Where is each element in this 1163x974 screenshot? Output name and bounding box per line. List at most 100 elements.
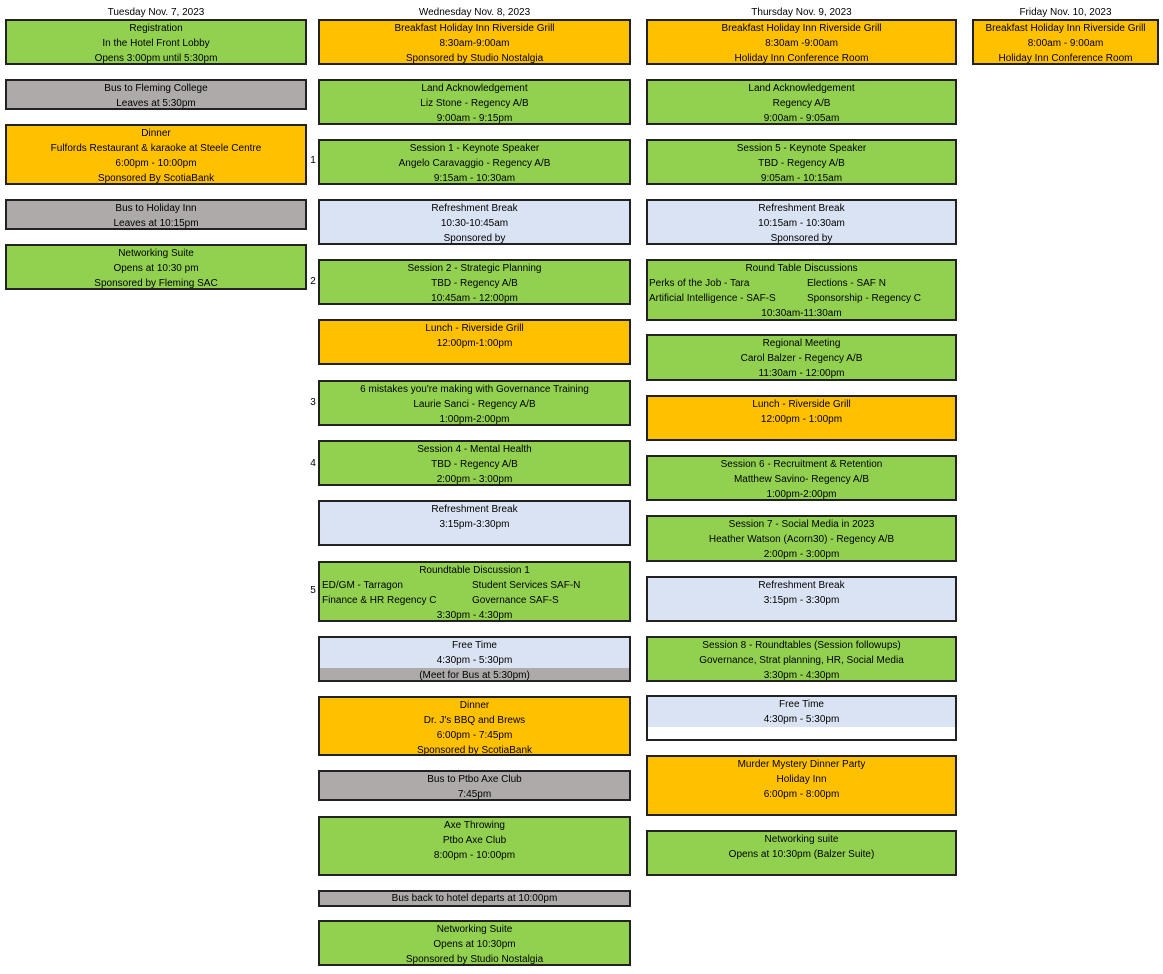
event-time: 1:00pm-2:00pm bbox=[439, 414, 510, 425]
event-time: 10:45am - 12:00pm bbox=[431, 293, 518, 304]
event-time: 6:00pm - 7:45pm bbox=[436, 730, 513, 741]
event-time: Opens 3:00pm until 5:30pm bbox=[94, 53, 218, 64]
event-time: 12:00pm-1:00pm bbox=[436, 338, 513, 349]
event-time: 9:00am - 9:15pm bbox=[436, 113, 513, 124]
event-time: Opens at 10:30 pm bbox=[113, 263, 199, 274]
free-time-fill: Free Time 4:30pm - 5:30pm bbox=[648, 697, 955, 727]
event-title: Land Acknowledgement bbox=[421, 83, 528, 94]
roundtable-row: Finance & HR Regency C Governance SAF-S bbox=[320, 593, 629, 608]
roundtable-topic: Elections - SAF N bbox=[807, 278, 886, 289]
event-title: Murder Mystery Dinner Party bbox=[737, 759, 866, 770]
event-title: Session 7 - Social Media in 2023 bbox=[728, 519, 875, 530]
event-detail: Fulfords Restaurant & karaoke at Steele … bbox=[50, 143, 262, 154]
event-title: Networking suite bbox=[764, 834, 839, 845]
event-session-6: Session 6 - Recruitment & Retention Matt… bbox=[646, 455, 957, 501]
roundtable-topic: Finance & HR Regency C bbox=[322, 595, 437, 606]
session-number: 5 bbox=[310, 585, 316, 596]
event-title: Round Table Discussions bbox=[745, 263, 858, 274]
event-sponsor: Sponsored by bbox=[770, 233, 833, 244]
event-title: Free Time bbox=[451, 640, 497, 651]
event-time: 1:00pm-2:00pm bbox=[766, 489, 837, 500]
event-title: Registration bbox=[129, 23, 183, 34]
event-session-5: Session 5 - Keynote Speaker TBD - Regenc… bbox=[646, 139, 957, 185]
event-time: 10:30-10:45am bbox=[440, 218, 509, 229]
event-session-3: 6 mistakes you're making with Governance… bbox=[318, 380, 631, 426]
session-number: 1 bbox=[310, 155, 316, 166]
event-free-time-wednesday: Free Time 4:30pm - 5:30pm (Meet for Bus … bbox=[318, 636, 631, 682]
event-sponsor: Sponsored by ScotiaBank bbox=[416, 745, 533, 756]
event-time: 6:00pm - 10:00pm bbox=[115, 158, 197, 169]
event-refreshment-thu-am: Refreshment Break 10:15am - 10:30am Spon… bbox=[646, 199, 957, 245]
event-title: Refreshment Break bbox=[758, 203, 845, 214]
event-time: 8:00pm - 10:00pm bbox=[433, 850, 516, 861]
event-time: 3:30pm - 4:30pm bbox=[763, 670, 840, 681]
event-detail: Liz Stone - Regency A/B bbox=[420, 98, 529, 109]
event-title: Refreshment Break bbox=[431, 504, 518, 515]
event-land-ack-wednesday: Land Acknowledgement Liz Stone - Regency… bbox=[318, 79, 631, 125]
event-dinner-wednesday: Dinner Dr. J's BBQ and Brews 6:00pm - 7:… bbox=[318, 696, 631, 756]
event-title: Bus back to hotel departs at 10:00pm bbox=[391, 893, 558, 904]
event-title: Session 1 - Keynote Speaker bbox=[409, 143, 540, 154]
event-title: Session 4 - Mental Health bbox=[417, 444, 532, 455]
event-networking-thursday: Networking suite Opens at 10:30pm (Balze… bbox=[646, 830, 957, 876]
event-detail: Holiday Inn Conference Room bbox=[734, 53, 869, 64]
roundtable-topic: Student Services SAF-N bbox=[472, 580, 581, 591]
event-detail: Ptbo Axe Club bbox=[442, 835, 507, 846]
event-title: Session 5 - Keynote Speaker bbox=[736, 143, 867, 154]
event-axe-throwing: Axe Throwing Ptbo Axe Club 8:00pm - 10:0… bbox=[318, 816, 631, 876]
event-bus-holiday-inn: Bus to Holiday Inn Leaves at 10:15pm bbox=[5, 199, 307, 230]
event-time: 4:30pm - 5:30pm bbox=[436, 655, 513, 666]
event-title: Lunch - Riverside Grill bbox=[425, 323, 524, 334]
event-detail: Holiday Inn bbox=[776, 774, 827, 785]
event-land-ack-thursday: Land Acknowledgement Regency A/B 9:00am … bbox=[646, 79, 957, 125]
event-lunch-wednesday: Lunch - Riverside Grill 12:00pm-1:00pm bbox=[318, 319, 631, 365]
event-lunch-thursday: Lunch - Riverside Grill 12:00pm - 1:00pm bbox=[646, 395, 957, 441]
event-roundtable-1: Roundtable Discussion 1 ED/GM - Tarragon… bbox=[318, 561, 631, 622]
event-title: Dinner bbox=[459, 700, 490, 711]
event-dinner-tuesday: Dinner Fulfords Restaurant & karaoke at … bbox=[5, 124, 307, 185]
event-time: 8:30am-9:00am bbox=[439, 38, 510, 49]
event-sponsor: Sponsored by Studio Nostalgia bbox=[405, 954, 544, 965]
roundtable-row: ED/GM - Tarragon Student Services SAF-N bbox=[320, 578, 629, 593]
event-time: 3:15pm-3:30pm bbox=[439, 519, 510, 530]
roundtable-row: Artificial Intelligence - SAF-S Sponsors… bbox=[648, 291, 955, 306]
event-time: Opens at 10:30pm (Balzer Suite) bbox=[728, 849, 875, 860]
day-header-friday: Friday Nov. 10, 2023 bbox=[1019, 7, 1112, 18]
event-time: 3:30pm - 4:30pm bbox=[436, 610, 513, 621]
event-time: 4:30pm - 5:30pm bbox=[763, 714, 840, 725]
bus-note: (Meet for Bus at 5:30pm) bbox=[320, 668, 629, 680]
event-detail: TBD - Regency A/B bbox=[431, 278, 518, 289]
event-sponsor: Sponsored by bbox=[443, 233, 506, 244]
event-session-2: Session 2 - Strategic Planning TBD - Reg… bbox=[318, 259, 631, 305]
roundtable-topic: Sponsorship - Regency C bbox=[807, 293, 921, 304]
event-detail: Holiday Inn Conference Room bbox=[998, 53, 1133, 64]
event-detail: Regency A/B bbox=[772, 98, 831, 109]
event-title: Breakfast Holiday Inn Riverside Grill bbox=[721, 23, 882, 34]
roundtable-topic: ED/GM - Tarragon bbox=[322, 580, 403, 591]
event-refreshment-thu-pm: Refreshment Break 3:15pm - 3:30pm bbox=[646, 576, 957, 622]
event-detail: Dr. J's BBQ and Brews bbox=[423, 715, 526, 726]
event-breakfast-thursday: Breakfast Holiday Inn Riverside Grill 8:… bbox=[646, 19, 957, 65]
event-refreshment-wed-am: Refreshment Break 10:30-10:45am Sponsore… bbox=[318, 199, 631, 245]
event-title: Land Acknowledgement bbox=[748, 83, 855, 94]
event-time: 10:15am - 10:30am bbox=[758, 218, 845, 229]
event-session-7: Session 7 - Social Media in 2023 Heather… bbox=[646, 515, 957, 562]
event-title: 6 mistakes you're making with Governance… bbox=[360, 384, 589, 395]
event-time: 10:30am-11:30am bbox=[761, 308, 842, 319]
session-number: 2 bbox=[310, 276, 316, 287]
roundtable-topic: Governance SAF-S bbox=[472, 595, 559, 606]
event-time: 9:05am - 10:15am bbox=[760, 173, 843, 184]
event-title: Dinner bbox=[141, 128, 171, 139]
event-networking-wednesday: Networking Suite Opens at 10:30pm Sponso… bbox=[318, 920, 631, 966]
event-bus-back-hotel: Bus back to hotel departs at 10:00pm bbox=[318, 890, 631, 907]
event-time: 9:00am - 9:05am bbox=[763, 113, 840, 124]
event-time: 3:15pm - 3:30pm bbox=[763, 595, 840, 606]
event-sponsor: Sponsored by Studio Nostalgia bbox=[405, 53, 544, 64]
event-time: 7:45pm bbox=[457, 789, 492, 800]
event-title: Session 8 - Roundtables (Session followu… bbox=[702, 640, 901, 651]
event-time: Opens at 10:30pm bbox=[433, 939, 516, 950]
event-title: Breakfast Holiday Inn Riverside Grill bbox=[394, 23, 555, 34]
event-title: Breakfast Holiday Inn Riverside Grill bbox=[985, 23, 1146, 34]
day-header-thursday: Thursday Nov. 9, 2023 bbox=[751, 7, 852, 18]
event-detail: Carol Balzer - Regency A/B bbox=[740, 353, 863, 364]
